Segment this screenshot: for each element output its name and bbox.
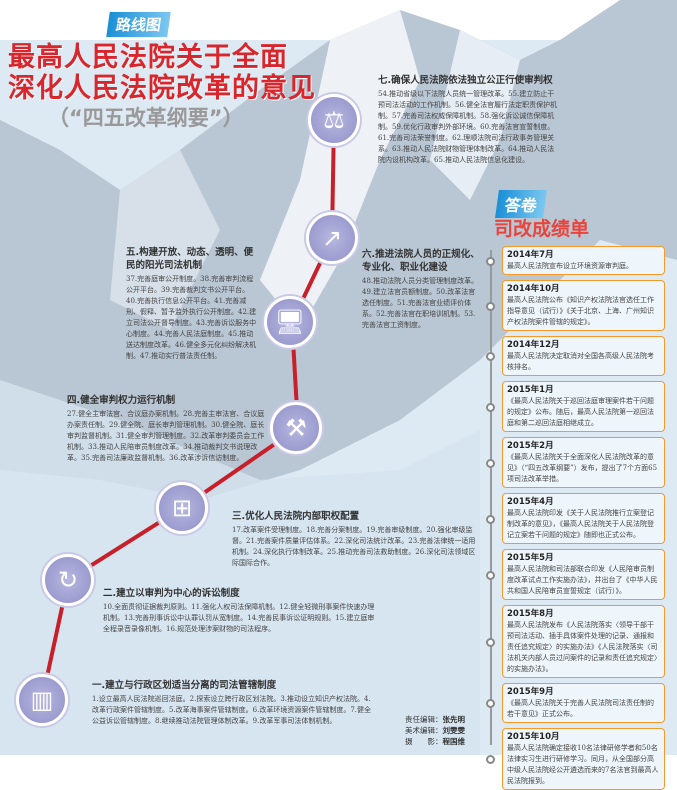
- timeline-dot-icon: [486, 256, 495, 266]
- timeline-entry: 2015年5月最高人民法院和司法部联合印发《人民陪审员制度改革试点工作实施办法》…: [486, 549, 665, 600]
- section-body: 48.推动法院人员分类管理制度改革。49.建立法官员额制度。50.改革法官选任制…: [362, 277, 479, 329]
- timeline-text: 最高人民法院确定接收10名法律研修学者和50名法律实习生进行研修学习。同月，从全…: [507, 744, 659, 785]
- credit-label: 责任编辑：: [405, 715, 443, 724]
- roadmap-tag: 路线图: [106, 12, 171, 37]
- title-line-1: 最高人民法院关于全面: [8, 42, 288, 73]
- credit-name: 程国维: [442, 737, 466, 746]
- computer-icon: 🖥: [264, 296, 316, 348]
- timeline-text: 最高人民法院公布《知识产权法院法官选任工作指导意见（试行）》《关于北京、上海、广…: [507, 296, 654, 326]
- timeline-entry: 2014年7月最高人民法院宣布设立环境资源审判庭。: [486, 246, 665, 275]
- timeline-entry: 2014年12月最高人民法院决定取消对全国各高级人民法院考核排名。: [486, 336, 665, 376]
- title-line-2: 深化人民法院改革的意见: [8, 73, 316, 104]
- timeline-entry: 2015年2月《最高人民法院关于全面深化人民法院改革的意见》（“四五改革纲要”）…: [486, 437, 665, 488]
- section-title: 四.健全审判权力运行机制: [67, 395, 176, 406]
- page-title: 最高人民法院关于全面 深化人民法院改革的意见: [8, 42, 316, 104]
- credit-art-editor: 美术编辑：刘雯雯: [405, 725, 465, 736]
- timeline-entry: 2015年4月最高人民法院印发《关于人民法院推行立案登记制改革的意见》，《最高人…: [486, 493, 665, 544]
- section-3: 三.优化人民法院内部职权配置 17.改革案件受理制度。18.完善分案制度。19.完…: [232, 510, 477, 569]
- timeline-entry: 2014年10月最高人民法院公布《知识产权法院法官选任工作指导意见（试行）》《关…: [486, 280, 665, 331]
- credit-editor: 责任编辑：张先明: [405, 714, 465, 725]
- timeline-dot-icon: [486, 699, 495, 708]
- section-body: 37.完善庭审公开制度。38.完善审判流程公开平台。39.完善裁判文书公开平台。…: [126, 275, 257, 360]
- timeline-entry: 2015年10月最高人民法院确定接收10名法律研修学者和50名法律实习生进行研修…: [486, 728, 665, 790]
- section-title: 六.推进法院人员的正规化、专业化、职业化建设: [362, 249, 480, 273]
- timeline-text: 最高人民法院发布《人民法院落实〈领导干部干预司法活动、插手具体案件处理的记录、通…: [507, 621, 658, 673]
- section-title: 一.建立与行政区划适当分离的司法管辖制度: [92, 680, 277, 691]
- credit-label: 美术编辑：: [405, 726, 443, 735]
- answer-title: 司改成绩单: [494, 218, 590, 240]
- section-7: 七.确保人民法院依法独立公正行使审判权 54.推动省级以下法院人员统一管理改革。5…: [378, 74, 558, 166]
- section-title: 七.确保人民法院依法独立公正行使审判权: [378, 75, 553, 86]
- timeline-date: 2015年2月: [507, 441, 554, 451]
- timeline-text: 《最高人民法院关于完善人民法院司法责任制的若干意见》正式公布。: [507, 699, 654, 718]
- timeline-dot-icon: [486, 570, 495, 580]
- timeline-dot-icon: [486, 458, 495, 468]
- section-body: 27.健全主审法官、合议庭办案机制。28.完善主审法官、合议庭办案责任制。29.…: [67, 410, 265, 462]
- section-title: 二.建立以审判为中心的诉讼制度: [103, 588, 240, 599]
- gavel-icon: ⚒: [270, 402, 322, 454]
- timeline-line: [490, 250, 492, 745]
- timeline-date: 2014年10月: [507, 284, 560, 294]
- section-body: 10.全面贯彻证据裁判原则。11.强化人权司法保障机制。12.健全轻微刑事案件快…: [103, 603, 375, 633]
- timeline-date: 2015年8月: [507, 609, 554, 619]
- timeline-text: 最高人民法院印发《关于人民法院推行立案登记制改革的意见》，《最高人民法院关于人民…: [507, 509, 654, 539]
- credit-name: 刘雯雯: [442, 726, 466, 735]
- timeline-text: 《最高人民法院关于巡回法庭审理案件若干问题的规定》公布。随后，最高人民法院第一巡…: [507, 397, 654, 427]
- timeline-text: 《最高人民法院关于全面深化人民法院改革的意见》（“四五改革纲要”）发布，提出了7…: [507, 453, 658, 483]
- section-5: 五.构建开放、动态、透明、便民的阳光司法机制 37.完善庭审公开制度。38.完善审…: [126, 246, 258, 362]
- section-1: 一.建立与行政区划适当分离的司法管辖制度 1.设立最高人民法院巡回法庭。2.探索设…: [92, 679, 374, 727]
- timeline: 2014年7月最高人民法院宣布设立环境资源审判庭。 2014年10月最高人民法院公…: [486, 246, 665, 790]
- section-6: 六.推进法院人员的正规化、专业化、职业化建设 48.推动法院人员分类管理制度改革。…: [362, 248, 480, 331]
- section-title: 三.优化人民法院内部职权配置: [232, 511, 360, 522]
- timeline-dot-icon: [486, 514, 495, 524]
- credit-photo: 摄 影：程国维: [405, 736, 465, 747]
- section-body: 54.推动省级以下法院人员统一管理改革。55.建立防止干预司法活动的工作机制。5…: [378, 90, 558, 164]
- section-title: 五.构建开放、动态、透明、便民的阳光司法机制: [126, 247, 254, 271]
- section-body: 17.改革案件受理制度。18.完善分案制度。19.完善审级制度。20.强化审级监…: [232, 526, 476, 567]
- timeline-date: 2015年1月: [507, 385, 554, 395]
- section-4: 四.健全审判权力运行机制 27.健全主审法官、合议庭办案机制。28.完善主审法官、…: [67, 394, 267, 464]
- timeline-text: 最高人民法院决定取消对全国各高级人民法院考核排名。: [507, 352, 654, 371]
- timeline-dot-icon: [486, 402, 495, 412]
- timeline-dot-icon: [486, 301, 495, 311]
- timeline-dot-icon: [486, 755, 495, 764]
- timeline-date: 2015年4月: [507, 497, 554, 507]
- section-body: 1.设立最高人民法院巡回法庭。2.探索设立跨行政区划法院。3.推动设立知识产权法…: [92, 695, 372, 725]
- timeline-date: 2015年10月: [507, 732, 560, 742]
- timeline-dot-icon: [486, 637, 495, 647]
- page-subtitle: （“四五改革纲要”）: [48, 106, 244, 130]
- credits: 责任编辑：张先明 美术编辑：刘雯雯 摄 影：程国维: [405, 714, 465, 747]
- building-icon: ▥: [16, 674, 68, 726]
- section-2: 二.建立以审判为中心的诉讼制度 10.全面贯彻证据裁判原则。11.强化人权司法保障…: [103, 587, 375, 635]
- scales-icon: ⚖: [308, 94, 360, 146]
- credit-label: 摄 影：: [405, 737, 443, 746]
- timeline-entry: 2015年8月最高人民法院发布《人民法院落实〈领导干部干预司法活动、插手具体案件…: [486, 605, 665, 678]
- timeline-text: 最高人民法院和司法部联合印发《人民陪审员制度改革试点工作实施办法》，并出台了《中…: [507, 565, 658, 595]
- network-icon: ⊞: [156, 482, 208, 534]
- growth-chart-icon: ↗: [306, 212, 358, 264]
- credit-name: 张先明: [442, 715, 466, 724]
- timeline-entry: 2015年1月《最高人民法院关于巡回法庭审理案件若干问题的规定》公布。随后，最高…: [486, 381, 665, 432]
- timeline-date: 2014年12月: [507, 340, 560, 350]
- cycle-arrows-icon: ↻: [42, 554, 94, 606]
- timeline-date: 2014年7月: [507, 250, 554, 260]
- timeline-dot-icon: [486, 352, 495, 361]
- timeline-text: 最高人民法院宣布设立环境资源审判庭。: [507, 262, 633, 270]
- timeline-entry: 2015年9月《最高人民法院关于完善人民法院司法责任制的若干意见》正式公布。: [486, 683, 665, 723]
- timeline-date: 2015年9月: [507, 687, 554, 697]
- timeline-date: 2015年5月: [507, 553, 554, 563]
